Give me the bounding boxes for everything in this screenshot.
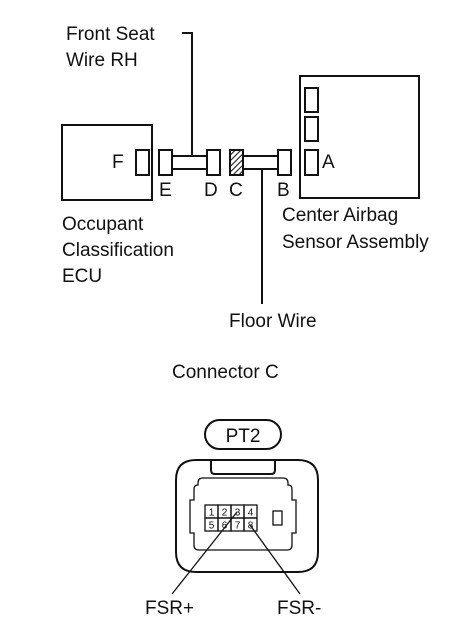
ecu-label-line3: ECU	[62, 266, 102, 287]
connector-lock-tab	[210, 460, 276, 475]
front-seat-wire-label-line1: Front Seat	[66, 24, 155, 45]
fsr-minus-label: FSR-	[277, 598, 321, 619]
connector-side-key	[272, 510, 283, 526]
airbag-sensor-port-1	[304, 87, 319, 113]
connector-c-label: C	[229, 180, 243, 201]
connector-a-label: A	[322, 152, 335, 173]
fsr-minus-leader	[249, 524, 301, 595]
connector-b-label: B	[277, 180, 290, 201]
connector-c	[229, 149, 244, 176]
connector-e-label: E	[159, 180, 172, 201]
airbag-sensor-label-line1: Center Airbag	[282, 205, 398, 226]
pin-4: 4	[248, 508, 254, 519]
pin-6: 6	[222, 521, 228, 532]
connector-e	[158, 149, 173, 176]
connector-view-title: Connector C	[172, 362, 279, 383]
pin-3: 3	[235, 508, 241, 519]
pin-5: 5	[209, 521, 215, 532]
pin-2: 2	[222, 508, 228, 519]
center-airbag-sensor-box	[299, 75, 420, 199]
fsr-plus-label: FSR+	[145, 598, 194, 619]
floor-wire-harness	[242, 155, 279, 170]
connector-housing-inner	[189, 477, 297, 551]
connector-code: PT2	[226, 426, 261, 447]
front-seat-wire-leader	[182, 32, 193, 158]
pin-1: 1	[209, 508, 215, 519]
airbag-sensor-label-line2: Sensor Assembly	[282, 232, 429, 253]
connector-d	[206, 149, 221, 176]
front-seat-wire-harness	[171, 155, 208, 170]
fsr-plus-leader	[171, 511, 238, 595]
front-seat-wire-label-line2: Wire RH	[66, 50, 138, 71]
connector-code-badge	[204, 419, 282, 450]
connector-b	[277, 149, 292, 176]
pin-grid	[204, 504, 258, 532]
connector-a	[304, 149, 319, 176]
connector-d-label: D	[204, 180, 218, 201]
floor-wire-label: Floor Wire	[229, 311, 317, 332]
pin-7: 7	[235, 521, 241, 532]
connector-f	[135, 149, 150, 176]
ecu-label-line1: Occupant	[62, 214, 144, 235]
connector-housing-outer	[175, 459, 319, 573]
airbag-sensor-port-2	[304, 116, 319, 142]
connector-f-label: F	[112, 152, 124, 173]
ecu-label-line2: Classification	[62, 240, 174, 261]
